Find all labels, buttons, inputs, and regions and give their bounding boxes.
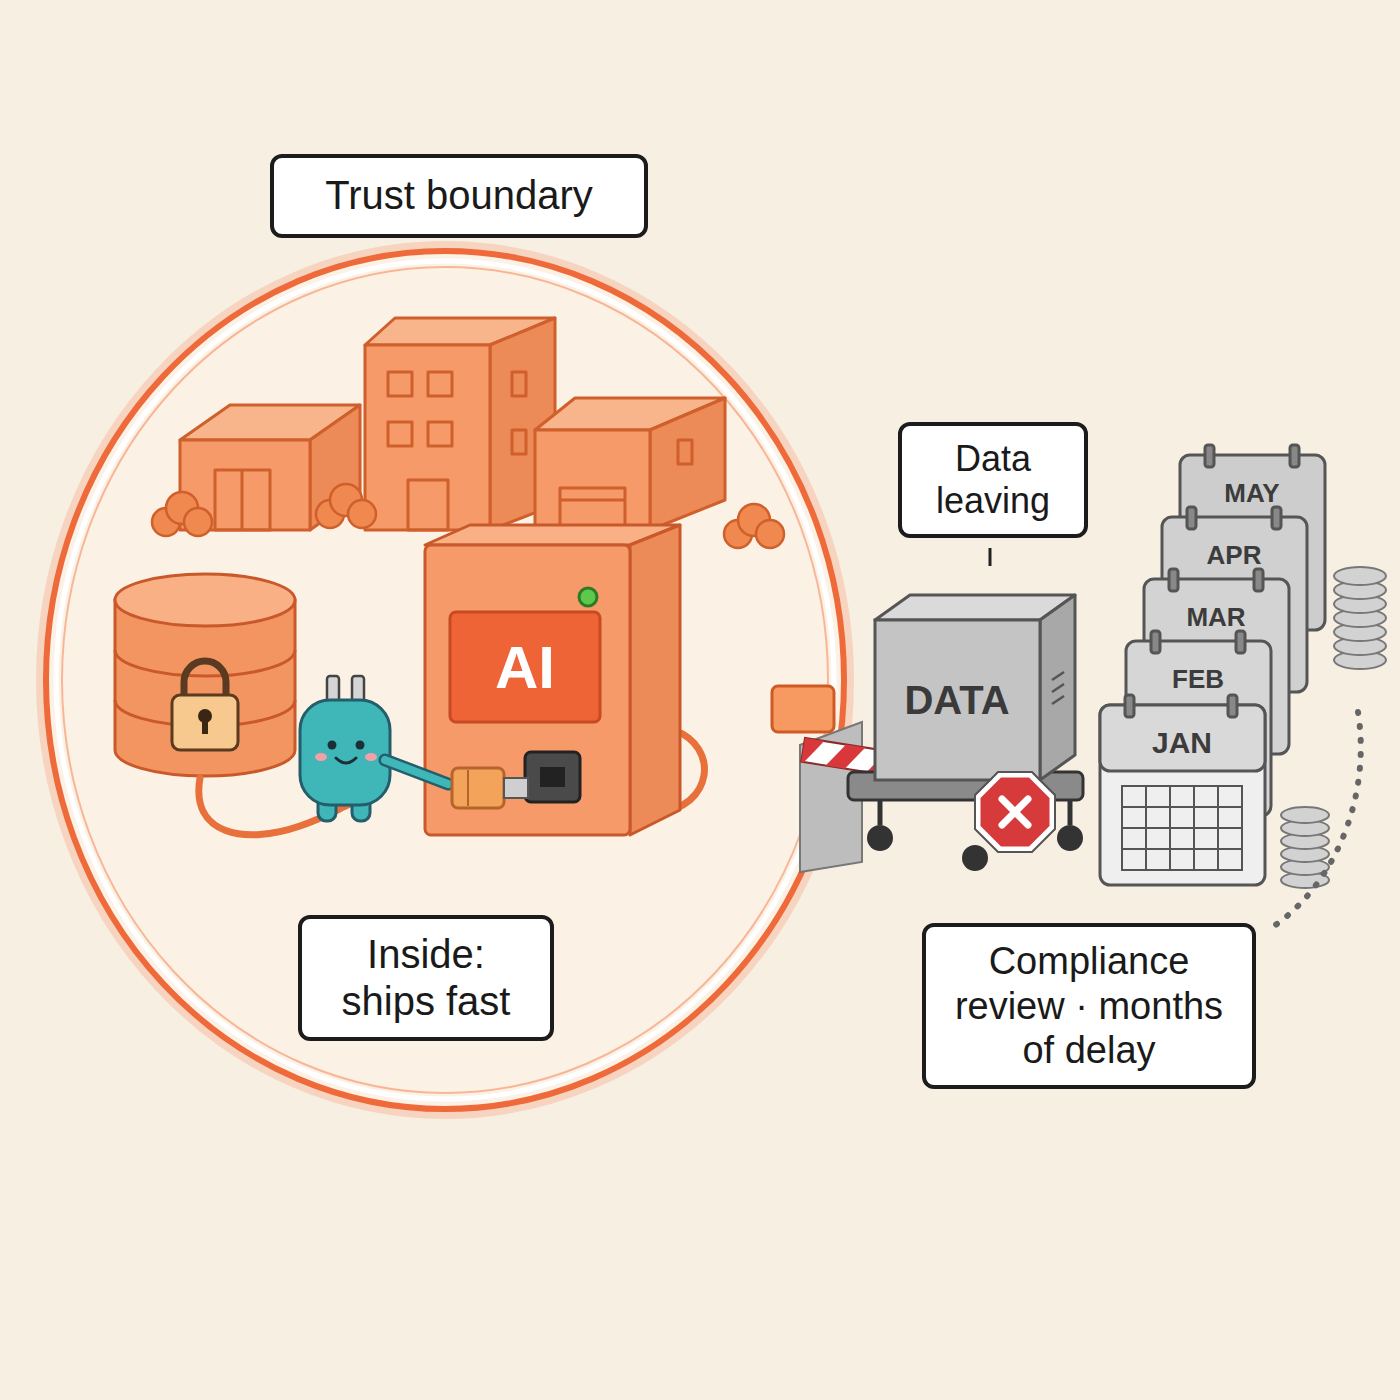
database-cylinder [115,574,295,776]
box-text: Trust boundary [304,172,614,219]
box-label: DATA [904,678,1009,723]
leader-line [989,548,992,566]
calendar-stack [1100,445,1325,885]
month-label: JAN [1152,726,1212,760]
callout-box: Data leaving [898,422,1088,539]
box-text: Compliance review · months of delay [942,939,1236,1073]
callout-box: Inside: ships fast [298,915,554,1041]
callout-box: Compliance review · months of delay [922,923,1256,1089]
month-label: MAY [1224,478,1279,509]
ai-server [425,525,680,835]
trust-boundary: Inside: ships fastTrust boundary [40,245,850,1115]
month-label: MAR [1186,602,1245,633]
screen-label: AI [495,633,555,702]
heading-box: Trust boundary [270,154,648,237]
stop-sign [975,772,1055,852]
dotted-line [1268,712,1361,930]
data-cart [848,595,1083,871]
month-label: APR [1207,540,1262,571]
lock-icon [172,661,238,750]
box-text: Inside: ships fast [318,931,534,1025]
box-text: Data leaving [918,438,1068,523]
month-label: FEB [1172,664,1224,695]
